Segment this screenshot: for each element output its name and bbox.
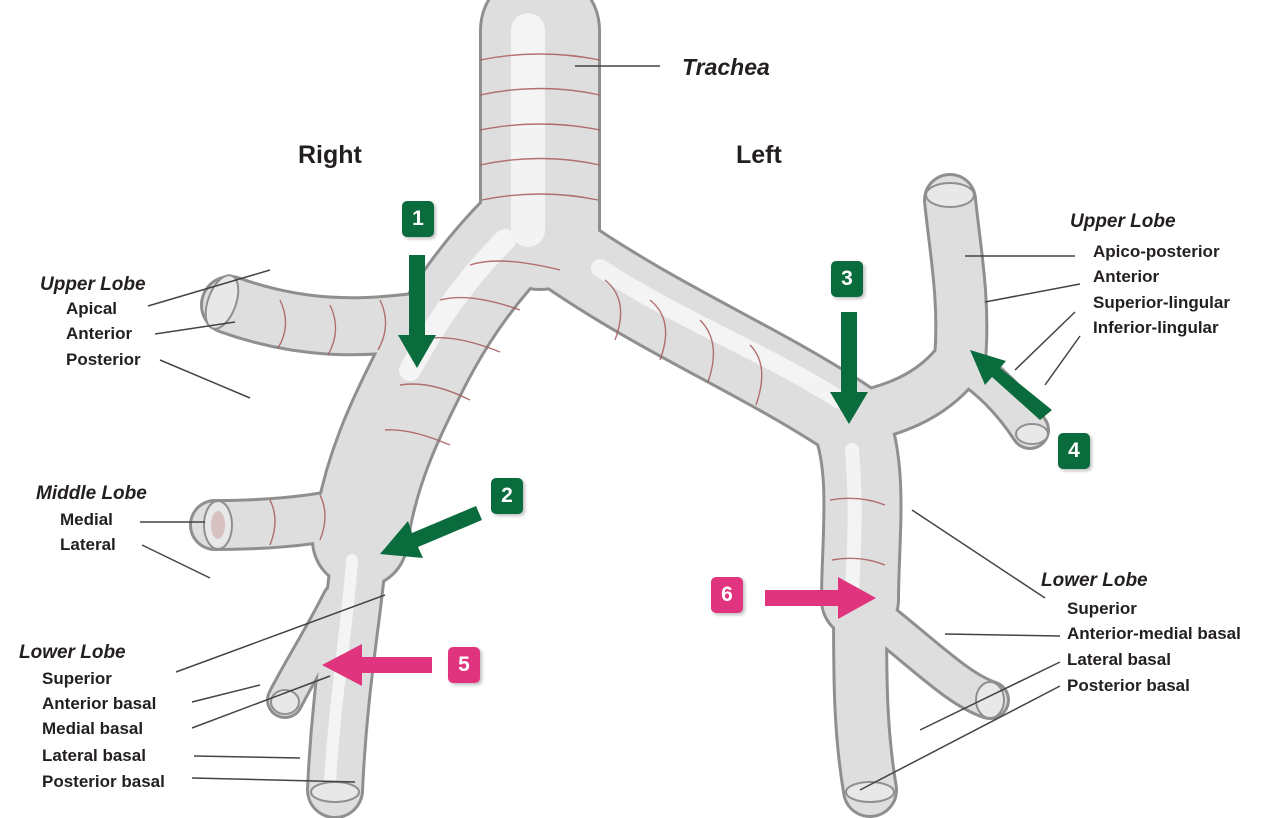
left-side-label: Left <box>736 143 782 168</box>
left-lower-segment-anterior-medial-basal: Anterior-medial basal <box>1067 625 1241 642</box>
right-side-label: Right <box>298 143 362 168</box>
right-lower-segment-superior: Superior <box>42 670 112 687</box>
right-lower-segment-anterior-basal: Anterior basal <box>42 695 156 712</box>
marker-6: 6 <box>711 577 743 613</box>
left-upper-segment-superior-lingular: Superior-lingular <box>1093 294 1230 311</box>
marker-2: 2 <box>491 478 523 514</box>
right-middle-segment-lateral: Lateral <box>60 536 116 553</box>
marker-3: 3 <box>831 261 863 297</box>
left-lower-segment-posterior-basal: Posterior basal <box>1067 677 1190 694</box>
marker-1: 1 <box>402 201 434 237</box>
left-upper-segment-inferior-lingular: Inferior-lingular <box>1093 319 1219 336</box>
marker-4: 4 <box>1058 433 1090 469</box>
left-lower-segment-lateral-basal: Lateral basal <box>1067 651 1171 668</box>
right-upper-segment-anterior: Anterior <box>66 325 132 342</box>
right-middle-segment-medial: Medial <box>60 511 113 528</box>
right-upper-segment-apical: Apical <box>66 300 117 317</box>
right-middle-lobe-heading: Middle Lobe <box>36 484 147 503</box>
pink-arrows <box>322 577 876 686</box>
right-upper-segment-posterior: Posterior <box>66 351 141 368</box>
left-lower-segment-superior: Superior <box>1067 600 1137 617</box>
right-upper-lobe-heading: Upper Lobe <box>40 275 146 294</box>
left-upper-lobe-heading: Upper Lobe <box>1070 212 1176 231</box>
left-upper-segment-anterior: Anterior <box>1093 268 1159 285</box>
marker-5: 5 <box>448 647 480 683</box>
right-lower-segment-medial-basal: Medial basal <box>42 720 143 737</box>
right-lower-segment-lateral-basal: Lateral basal <box>42 747 146 764</box>
right-lower-lobe-heading: Lower Lobe <box>19 643 126 662</box>
left-upper-segment-apico-posterior: Apico-posterior <box>1093 243 1220 260</box>
left-lower-lobe-heading: Lower Lobe <box>1041 571 1148 590</box>
right-lower-segment-posterior-basal: Posterior basal <box>42 773 165 790</box>
trachea-label: Trachea <box>682 56 770 79</box>
